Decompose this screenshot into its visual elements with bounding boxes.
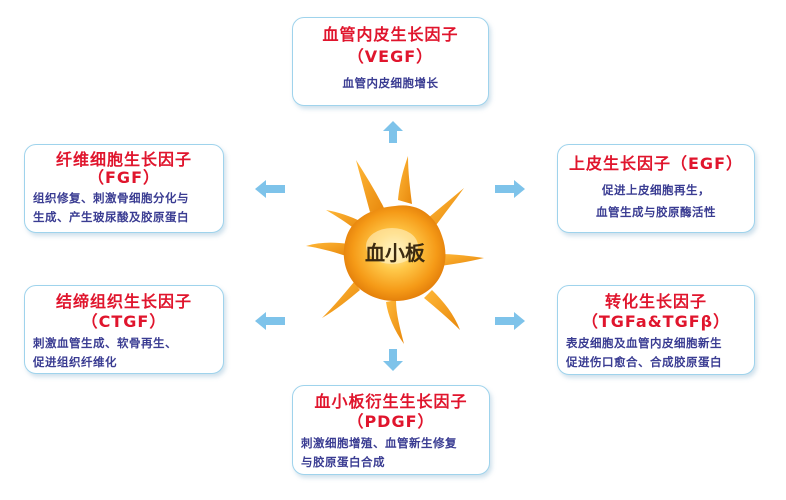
egf-title-line1: 上皮生长因子（EGF） (569, 154, 743, 173)
fgf-title-line1: 纤维细胞生长因子 (55, 150, 192, 169)
vegf-desc-line1: 血管内皮细胞增长 (342, 76, 439, 90)
platelet-highlight (366, 228, 418, 264)
tgf-title-line1: 转化生长因子 (604, 292, 707, 311)
fgf-title-line2: （FGF） (88, 168, 160, 187)
platelet-label: 血小板 (365, 241, 426, 265)
tgf-title-line2: （TGFa&TGFβ） (581, 312, 731, 331)
ctgf-card: 结缔组织生长因子 （CTGF） 刺激血管生成、软骨再生、 促进组织纤维化 (24, 285, 224, 374)
fgf-desc-line2: 生成、产生玻尿酸及胶原蛋白 (33, 210, 189, 224)
arrow-left-lower-icon (255, 312, 285, 330)
egf-card: 上皮生长因子（EGF） 促进上皮细胞再生， 血管生成与胶原酶活性 (557, 144, 755, 233)
ctgf-title-line2: （CTGF） (81, 312, 167, 331)
tgf-desc-line1: 表皮细胞及血管内皮细胞新生 (566, 336, 722, 350)
pdgf-title-line2: （PDGF） (347, 412, 435, 431)
tgf-card: 转化生长因子 （TGFa&TGFβ） 表皮细胞及血管内皮细胞新生 促进伤口愈合、… (557, 285, 755, 375)
egf-desc-line1: 促进上皮细胞再生， (602, 183, 710, 197)
pdgf-desc-line2: 与胶原蛋白合成 (301, 455, 385, 469)
platelet-illustration: 血小板 (306, 156, 484, 344)
pdgf-title-line1: 血小板衍生生长因子 (314, 392, 468, 411)
tgf-desc-line2: 促进伤口愈合、合成胶原蛋白 (566, 355, 722, 369)
arrow-right-lower-icon (495, 312, 525, 330)
arrow-down-icon (383, 349, 403, 371)
vegf-title-line2: （VEGF） (347, 47, 434, 66)
arrow-left-icon (255, 180, 285, 198)
arrow-right-icon (495, 180, 525, 198)
ctgf-desc-line1: 刺激血管生成、软骨再生、 (33, 336, 177, 350)
pdgf-desc-line1: 刺激细胞增殖、血管新生修复 (301, 436, 457, 450)
platelet-spikes (306, 156, 484, 344)
vegf-title-line1: 血管内皮生长因子 (322, 25, 459, 44)
ctgf-title-line1: 结缔组织生长因子 (55, 292, 192, 311)
fgf-card: 纤维细胞生长因子 （FGF） 组织修复、刺激骨细胞分化与 生成、产生玻尿酸及胶原… (24, 144, 224, 233)
egf-desc-line2: 血管生成与胶原酶活性 (596, 205, 716, 219)
arrow-up-icon (383, 121, 403, 143)
vegf-card: 血管内皮生长因子 （VEGF） 血管内皮细胞增长 (292, 17, 489, 106)
fgf-desc-line1: 组织修复、刺激骨细胞分化与 (33, 191, 189, 205)
ctgf-desc-line2: 促进组织纤维化 (33, 355, 117, 369)
pdgf-card: 血小板衍生生长因子 （PDGF） 刺激细胞增殖、血管新生修复 与胶原蛋白合成 (292, 385, 490, 475)
